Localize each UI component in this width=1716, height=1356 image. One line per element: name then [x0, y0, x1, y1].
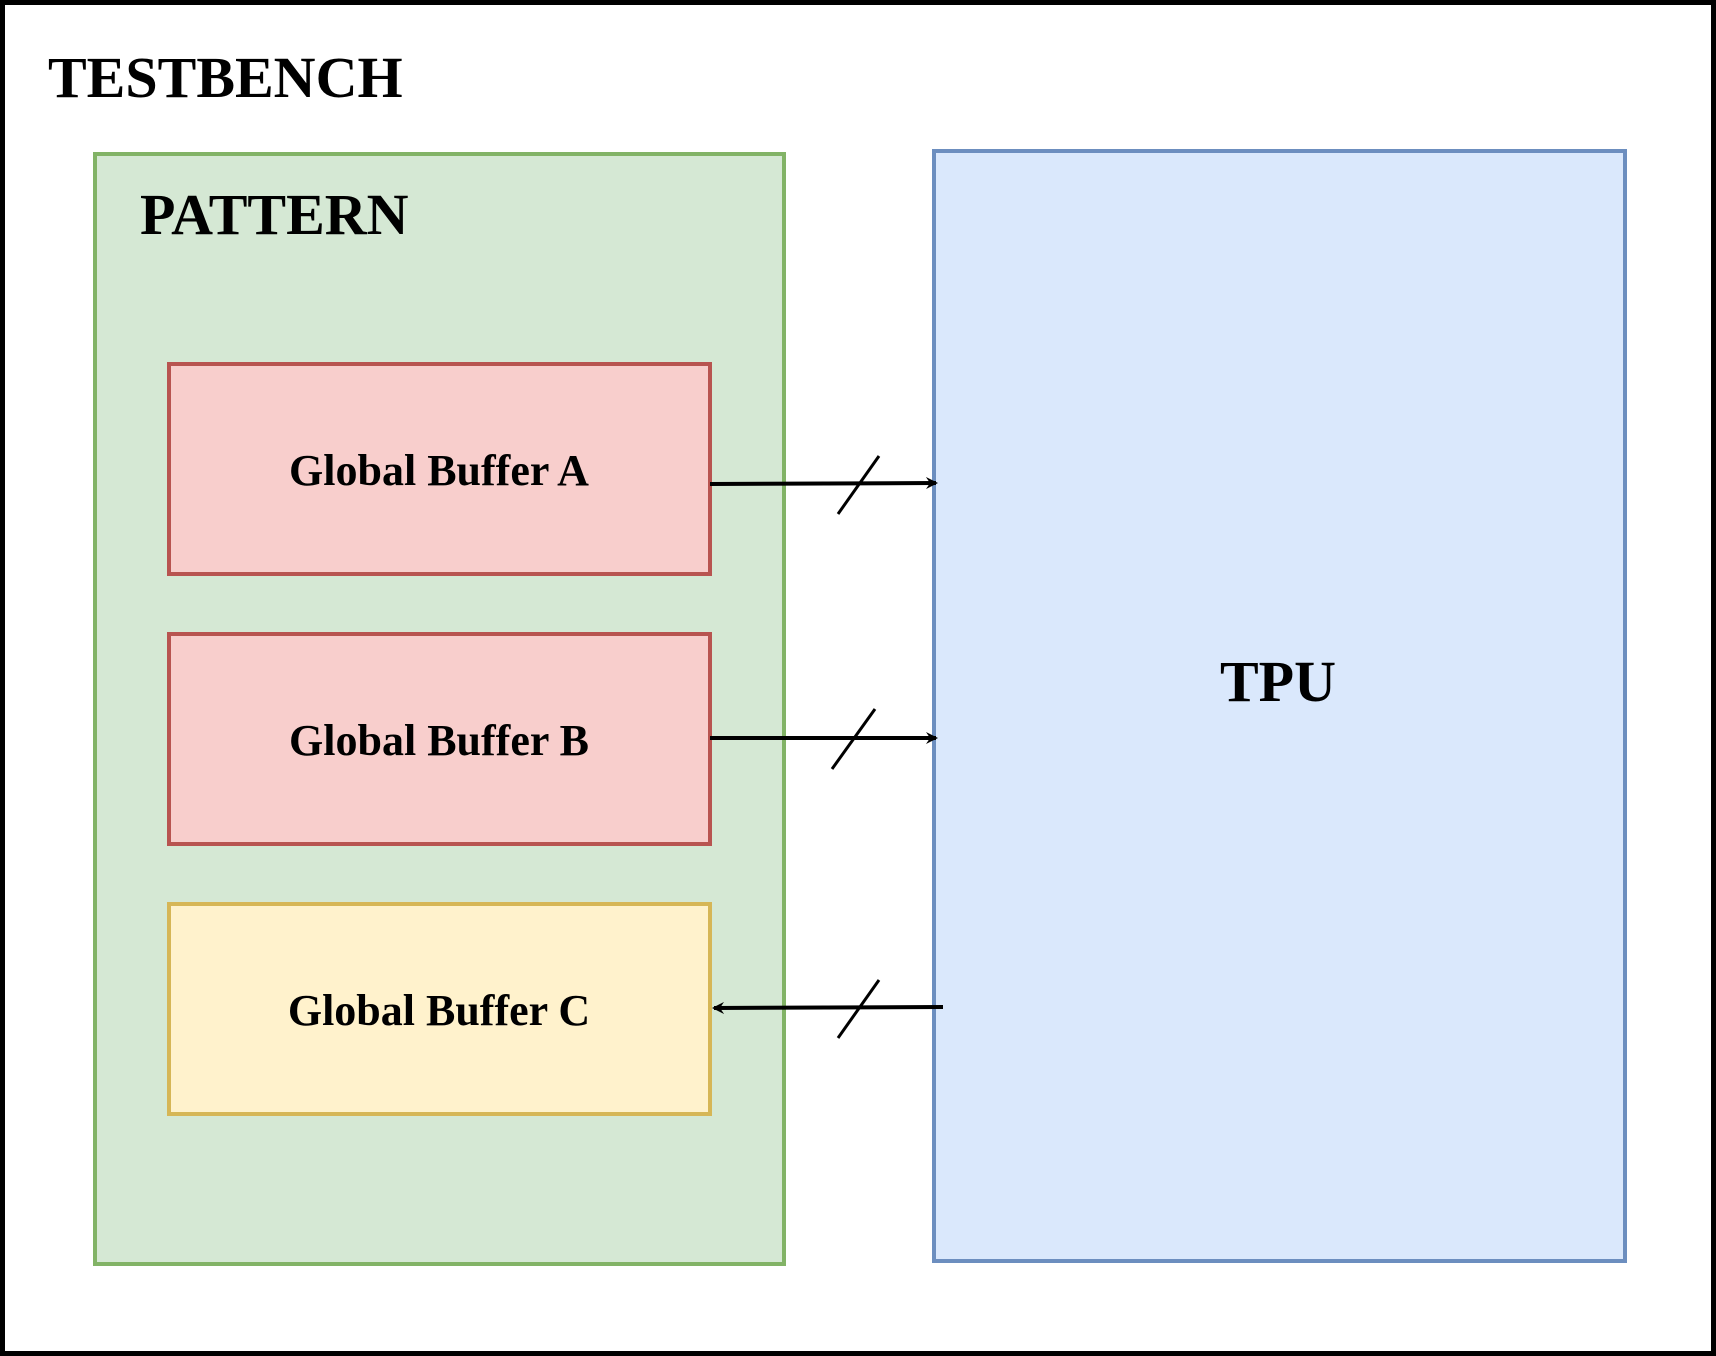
arrow-b-to-tpu: [710, 708, 938, 770]
arrow-a-to-tpu: [709, 455, 938, 515]
pattern-label: PATTERN: [140, 182, 409, 247]
arrow-tpu-to-c: [712, 979, 944, 1039]
buffer-b-label: Global Buffer B: [289, 716, 589, 765]
tpu-box: [932, 149, 1627, 1263]
bus-slash: [830, 708, 877, 770]
tpu-label: TPU: [1220, 649, 1336, 714]
testbench-label: TESTBENCH: [48, 45, 403, 110]
buffer-c-label: Global Buffer C: [288, 986, 590, 1035]
buffer-c: Global Buffer C: [167, 902, 712, 1116]
buffer-a: Global Buffer A: [167, 362, 712, 576]
buffer-b: Global Buffer B: [167, 632, 712, 846]
buffer-a-label: Global Buffer A: [289, 446, 589, 495]
bus-slash: [836, 455, 881, 515]
bus-slash: [836, 979, 881, 1039]
